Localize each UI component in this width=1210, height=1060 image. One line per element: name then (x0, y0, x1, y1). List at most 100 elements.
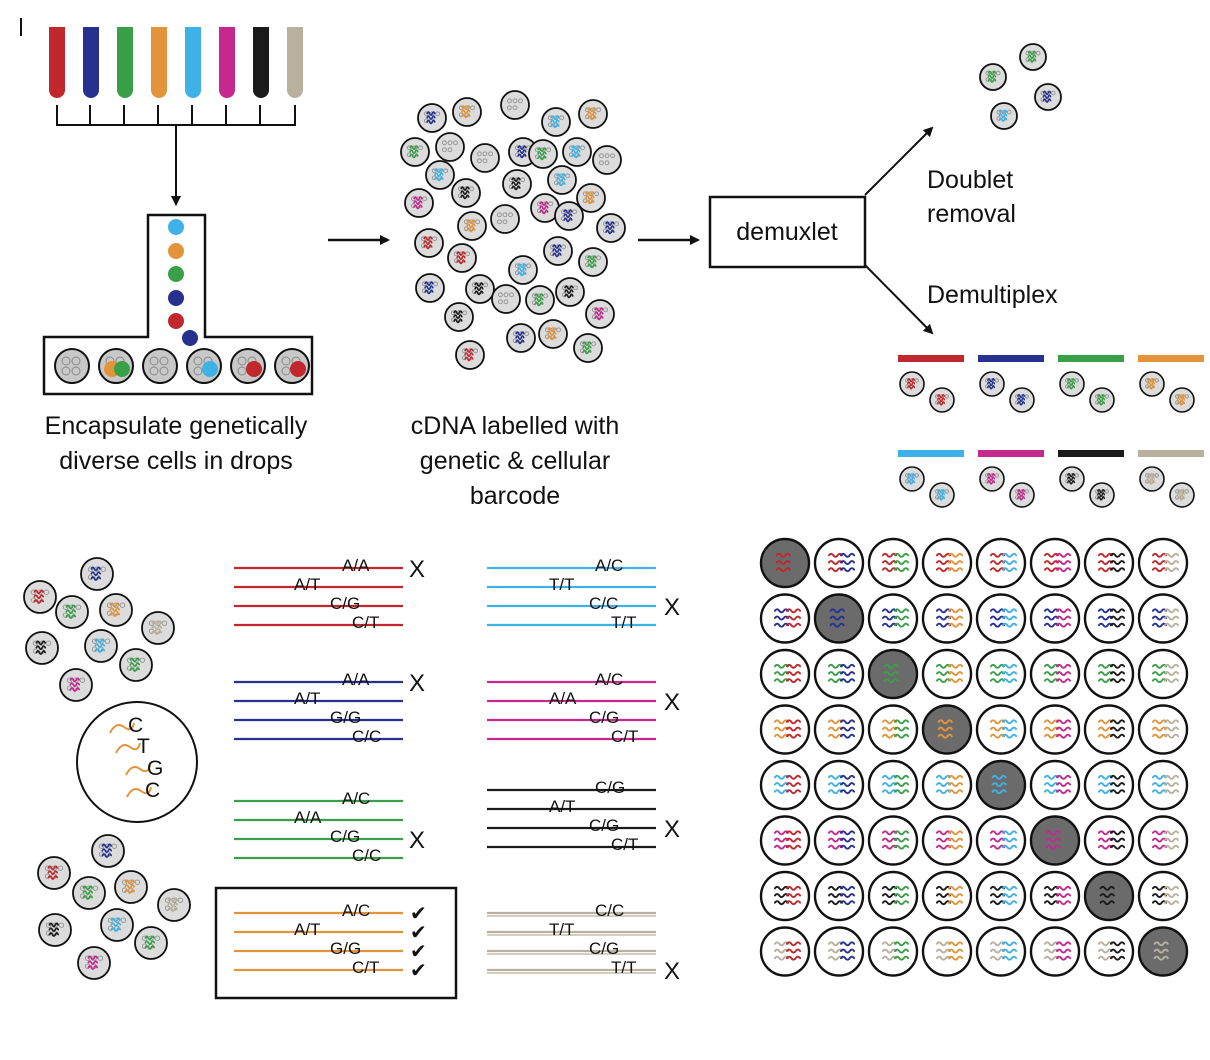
pool-cell (490, 204, 520, 234)
read-squiggle (1001, 837, 1018, 843)
read-squiggle (937, 393, 946, 399)
pool-cell (491, 284, 521, 314)
read-squiggle (1109, 678, 1126, 684)
read-squiggle (785, 663, 802, 669)
read-squiggle (935, 789, 952, 795)
cell-texture (482, 158, 488, 164)
read-squiggle (773, 837, 790, 843)
read-squiggle (1027, 58, 1037, 63)
read-squiggle (893, 844, 910, 850)
read-squiggle (1109, 948, 1126, 954)
arrow-to-demultiplex (864, 264, 934, 335)
read-squiggle (511, 177, 521, 182)
read-squiggle (881, 733, 898, 739)
read-squiggle (1043, 678, 1060, 684)
read-squiggle (893, 726, 910, 732)
read-squiggle (33, 594, 45, 600)
group-color-bar (898, 355, 964, 362)
read-squiggle (515, 339, 525, 345)
doublet-droplet (975, 926, 1027, 977)
removal-label: removal (927, 200, 1016, 228)
read-squiggle (605, 229, 615, 235)
pool-cell (465, 274, 495, 304)
drop-texture (61, 366, 71, 376)
read-squiggle (1151, 837, 1168, 843)
read-squiggle (881, 837, 898, 843)
read-squiggle (1097, 830, 1114, 836)
cell-body (1029, 704, 1081, 755)
pool-cell (508, 255, 538, 285)
read-squiggle (773, 948, 790, 954)
group-cell (1009, 387, 1035, 413)
cell-body (921, 537, 973, 589)
read-squiggle (571, 145, 581, 150)
cell-base-4: C (145, 779, 160, 802)
read-squiggle (1177, 492, 1186, 497)
read-squiggle (947, 622, 964, 628)
pool-cell (444, 302, 474, 332)
read-squiggle (515, 335, 525, 340)
channel-drop (54, 348, 90, 384)
read-squiggle (587, 107, 597, 112)
cell-body (867, 537, 919, 589)
read-squiggle (989, 955, 1006, 961)
cell-texture (584, 255, 590, 261)
read-squiggle (587, 111, 597, 116)
cell-texture (161, 620, 168, 626)
doublet-droplet (759, 704, 811, 755)
read-squiggle (1055, 941, 1072, 947)
match-check-icon: ✔ (410, 903, 427, 925)
read-squiggle (1043, 560, 1060, 565)
read-squiggle (517, 153, 527, 159)
read-squiggle (587, 263, 597, 269)
read-squiggle (947, 608, 964, 614)
cell-texture (514, 145, 520, 151)
read-squiggle (893, 900, 910, 906)
read-squiggle (989, 893, 1006, 898)
genotype-label: C/G (330, 594, 360, 613)
sample-tube (49, 27, 65, 98)
read-squiggle (461, 113, 471, 119)
read-squiggle (1097, 733, 1114, 739)
read-squiggle (466, 227, 476, 233)
read-squiggle (935, 552, 952, 558)
cell-body (867, 704, 919, 755)
cell-texture (482, 151, 488, 157)
cell-body (867, 593, 919, 644)
read-squiggle (1055, 726, 1072, 732)
drop-bead (290, 361, 306, 377)
group-cell (929, 387, 955, 413)
read-squiggle (1097, 492, 1106, 497)
cell-texture (1145, 473, 1150, 478)
sample-tube (117, 27, 133, 98)
cell-texture (546, 147, 552, 153)
cell-texture (508, 177, 514, 183)
cell-body (867, 815, 919, 866)
read-squiggle (1067, 480, 1076, 485)
read-squiggle (827, 948, 844, 954)
read-squiggle (1163, 893, 1180, 898)
cell-texture (92, 885, 99, 891)
cell-texture (134, 879, 141, 885)
read-squiggle (947, 900, 964, 906)
doublet-droplet (813, 537, 865, 589)
cell-texture (556, 327, 562, 333)
cell-texture (985, 70, 991, 76)
read-squiggle (517, 263, 527, 268)
magnified-read (126, 786, 152, 798)
read-squiggle (935, 678, 952, 684)
read-squiggle (1055, 789, 1072, 795)
read-squiggle (881, 844, 898, 850)
doublet-droplet (867, 870, 919, 922)
cell-texture (1184, 394, 1189, 399)
read-squiggle (594, 311, 604, 316)
cell-texture (520, 177, 526, 183)
cell-body (1137, 759, 1189, 811)
pool-cell (592, 145, 622, 175)
read-squiggle (893, 774, 910, 780)
cell-texture (30, 589, 37, 595)
cell-texture (435, 111, 441, 117)
group-cell (1059, 371, 1085, 397)
loose-cell (23, 580, 57, 614)
cell-texture (536, 201, 542, 207)
